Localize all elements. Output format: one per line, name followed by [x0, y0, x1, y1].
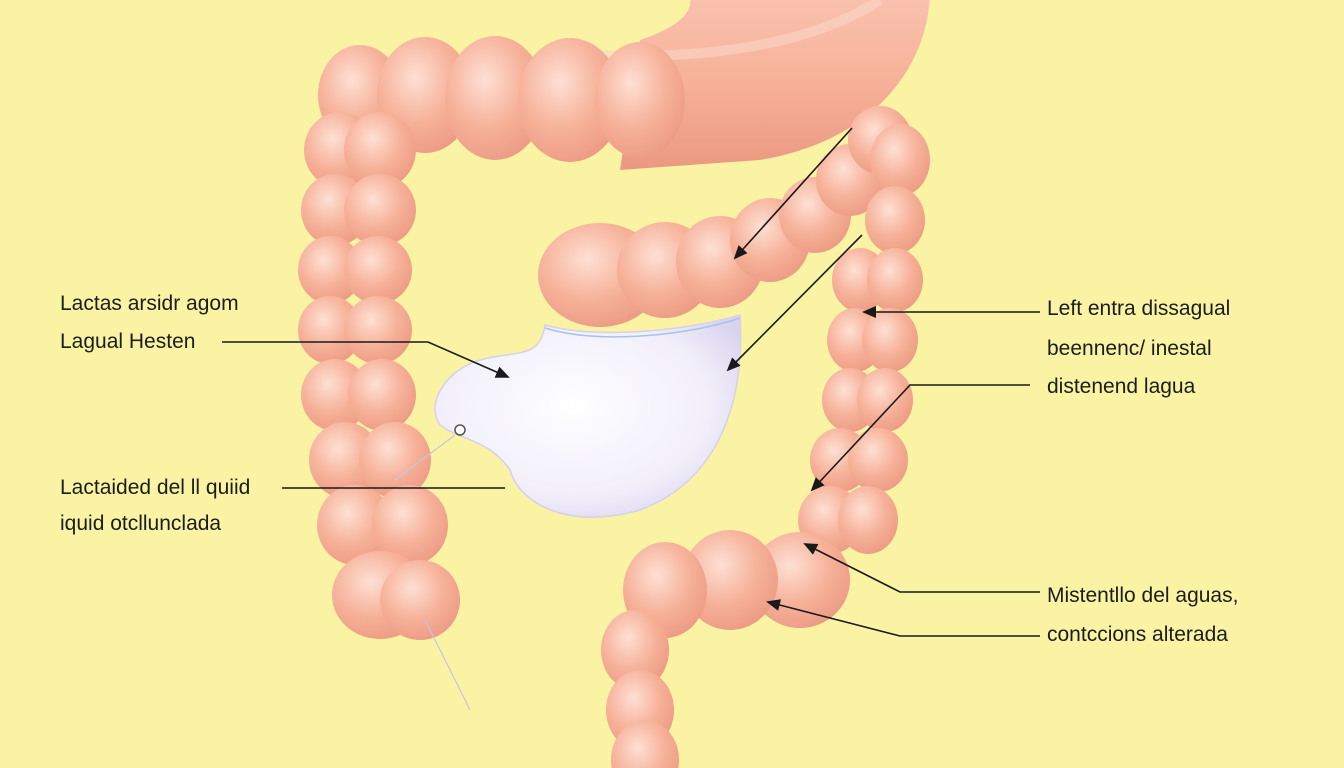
label-right-bottom-line2: contccions alterada	[1047, 623, 1228, 646]
label-right-top-line1: Left entra dissagual	[1047, 297, 1231, 320]
label-right-top-line3: distenend lagua	[1047, 375, 1196, 398]
label-left-top-line2: Lagual Hesten	[60, 330, 196, 353]
label-right-top-line2: beennenc/ inestal	[1047, 337, 1212, 360]
sigmoid-colon	[601, 530, 850, 768]
arrow-right-bottom-1	[803, 543, 1040, 593]
label-right-bottom-line1: Mistentllo del aguas,	[1047, 584, 1239, 607]
arrow-right-bottom-2	[766, 599, 1040, 637]
ascending-colon	[298, 112, 460, 640]
arrow-right-middle	[810, 384, 1030, 492]
label-left-bottom-line2: iquid otcllunclada	[60, 512, 222, 535]
arrow-top-right-2	[726, 234, 863, 372]
callout-lines	[222, 127, 1040, 637]
arrow-top-right-1	[733, 127, 853, 260]
duodenum-loop	[538, 106, 912, 327]
arrow-left-top	[222, 341, 510, 378]
label-left-top-line1: Lactas arsidr agom	[60, 292, 239, 315]
vessel-line	[424, 619, 471, 711]
label-left-bottom-line1: Lactaided del ll quiid	[60, 476, 251, 499]
stomach	[394, 314, 742, 518]
